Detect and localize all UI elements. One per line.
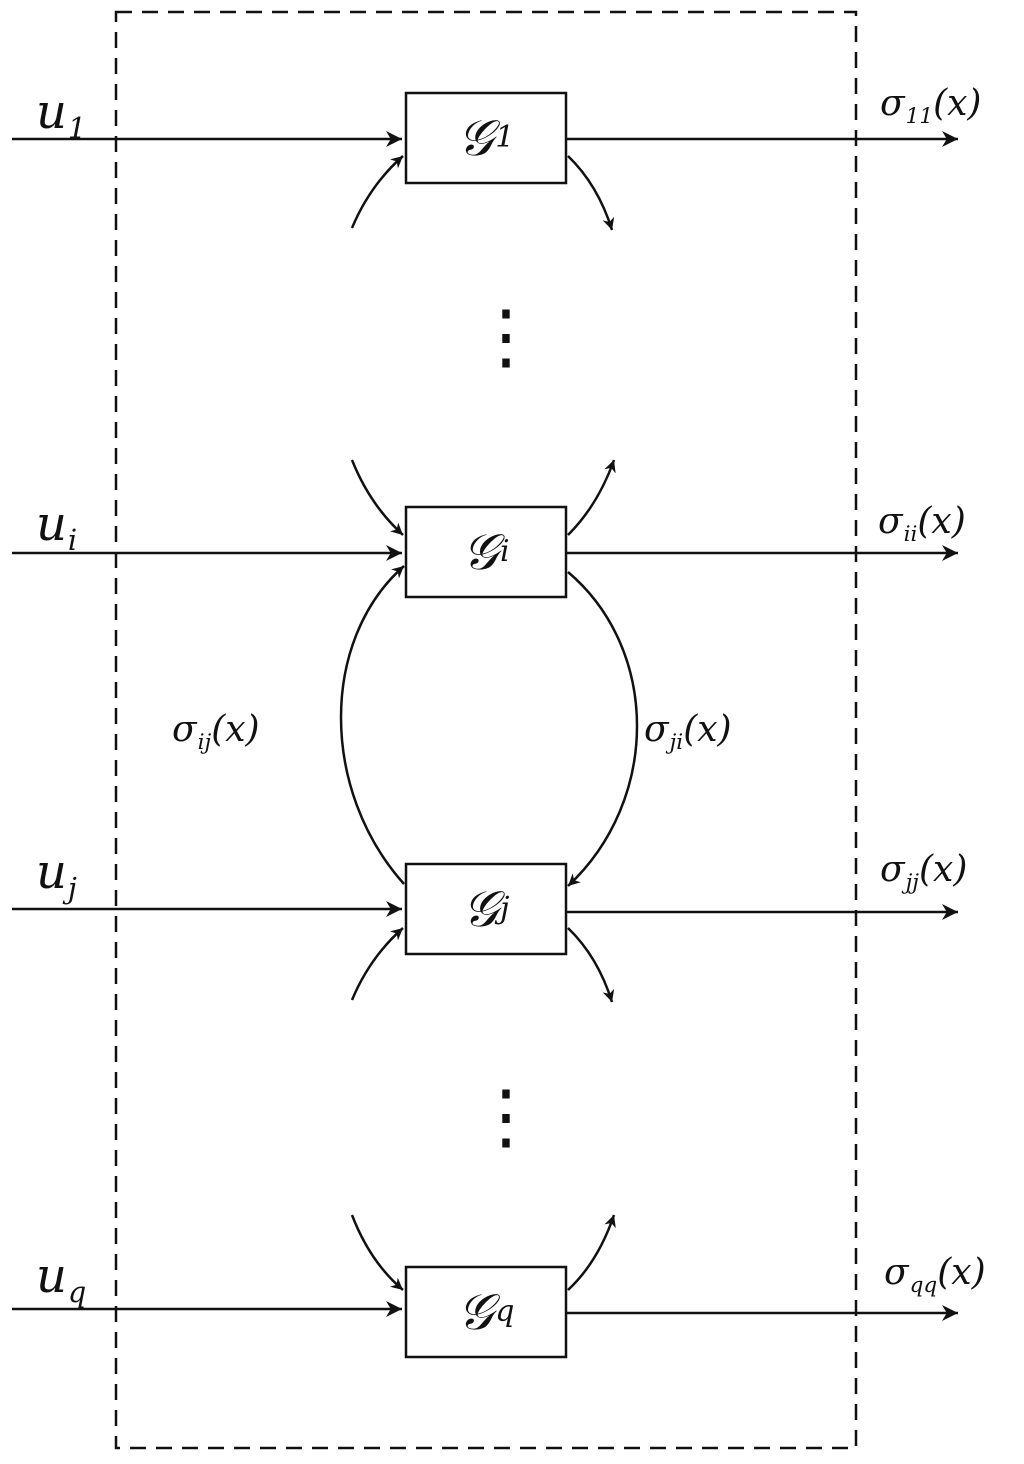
vertical-ellipsis-bottom: ⋮ bbox=[470, 1074, 542, 1158]
output-subscript: 11 bbox=[905, 103, 934, 129]
output-sigma: σ bbox=[878, 501, 903, 542]
coupling-arc-ji bbox=[567, 571, 639, 887]
input-label-u1: u1 bbox=[36, 88, 86, 143]
output-sigma: σ bbox=[880, 849, 905, 890]
stub-out-1 bbox=[567, 155, 615, 231]
block-box-1 bbox=[404, 91, 568, 185]
block-subscript: j bbox=[500, 891, 510, 926]
block-letter: 𝒢 bbox=[457, 109, 494, 167]
stub-in-1 bbox=[350, 155, 404, 229]
input-label-uq: uq bbox=[36, 1252, 86, 1307]
input-letter: u bbox=[36, 84, 67, 140]
stub-in-i bbox=[350, 459, 404, 536]
coupling-argument: (x) bbox=[683, 709, 732, 750]
output-subscript: qq bbox=[909, 1272, 938, 1298]
input-letter: u bbox=[36, 496, 67, 552]
input-subscript: j bbox=[67, 871, 77, 906]
coupling-subscript: ij bbox=[197, 729, 212, 755]
block-subscript: i bbox=[500, 534, 510, 569]
output-label-jj: σjj(x) bbox=[880, 852, 967, 893]
coupling-argument: (x) bbox=[211, 709, 260, 750]
output-label-qq: σqq(x) bbox=[884, 1255, 986, 1296]
stub-in-q bbox=[350, 1214, 404, 1291]
output-label-11: σ11(x) bbox=[880, 86, 981, 127]
vertical-ellipsis-top: ⋮ bbox=[470, 294, 542, 378]
block-subscript: 1 bbox=[495, 120, 515, 155]
output-sigma: σ bbox=[880, 83, 905, 124]
system-boundary bbox=[114, 10, 858, 1450]
coupling-arc-ij bbox=[339, 565, 405, 885]
coupling-sigma: σ bbox=[644, 709, 669, 750]
input-subscript: i bbox=[67, 523, 78, 558]
stub-out-i bbox=[567, 459, 616, 536]
input-letter: u bbox=[36, 844, 67, 900]
output-argument: (x) bbox=[937, 1252, 986, 1293]
input-label-uj: uj bbox=[36, 848, 77, 903]
block-box-j bbox=[404, 862, 568, 956]
input-subscript: 1 bbox=[67, 111, 87, 146]
output-argument: (x) bbox=[917, 501, 966, 542]
input-letter: u bbox=[36, 1248, 67, 1304]
coupling-sigma: σ bbox=[172, 709, 197, 750]
output-argument: (x) bbox=[933, 83, 982, 124]
input-label-ui: ui bbox=[36, 500, 77, 555]
stub-out-j bbox=[567, 927, 615, 1003]
output-sigma: σ bbox=[884, 1252, 909, 1293]
block-box-q bbox=[404, 1265, 568, 1359]
block-subscript: q bbox=[495, 1294, 515, 1329]
output-subscript: ii bbox=[903, 521, 918, 547]
stub-out-q bbox=[567, 1214, 616, 1291]
output-argument: (x) bbox=[918, 849, 968, 890]
stub-in-j bbox=[350, 927, 404, 1001]
block-letter: 𝒢 bbox=[457, 1283, 494, 1341]
block-box-i bbox=[404, 505, 568, 599]
coupling-label-ji: σji(x) bbox=[644, 712, 732, 753]
block-letter: 𝒢 bbox=[462, 880, 499, 938]
input-subscript: q bbox=[67, 1275, 87, 1310]
block-letter: 𝒢 bbox=[462, 523, 498, 581]
output-label-ii: σii(x) bbox=[878, 504, 966, 545]
output-subscript: jj bbox=[905, 869, 919, 895]
coupling-label-ij: σij(x) bbox=[172, 712, 260, 753]
coupling-subscript: ji bbox=[669, 729, 684, 755]
